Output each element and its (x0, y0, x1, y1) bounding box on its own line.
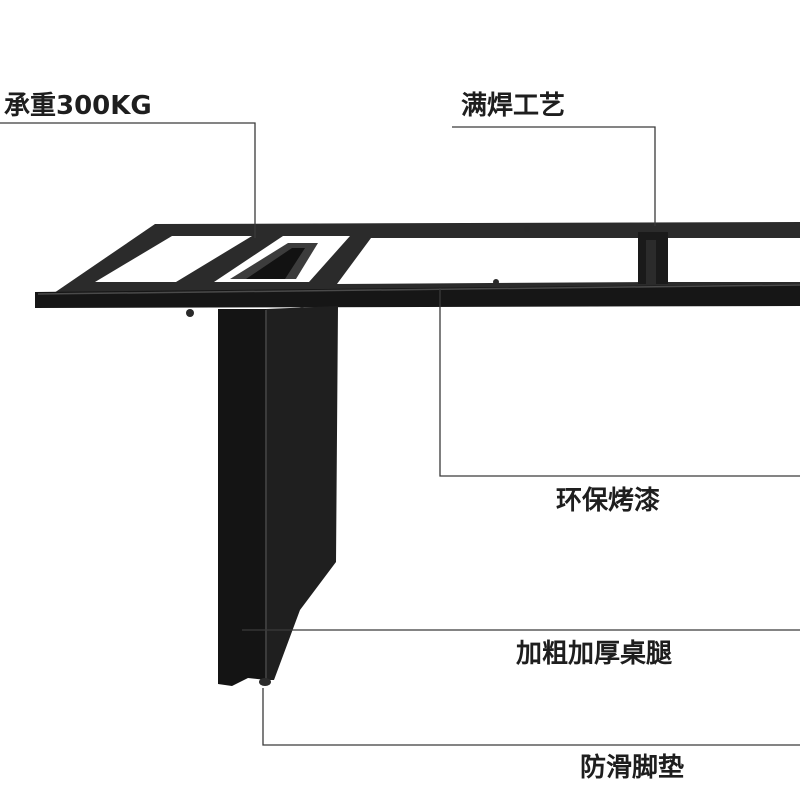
leader-lines (0, 122, 800, 746)
bolt-head-3 (493, 279, 499, 285)
anti-slip-pad (259, 678, 271, 686)
frame-front-rail (35, 284, 800, 308)
frame-cross-post (638, 232, 668, 284)
leader-load-capacity (0, 122, 256, 238)
frame-top-surface (35, 222, 800, 306)
leader-anti-slip-pad (262, 688, 800, 746)
table-leg (218, 306, 338, 686)
leader-full-weld (452, 126, 656, 226)
frame-front-highlight (37, 284, 800, 295)
label-eco-paint: 环保烤漆 (556, 486, 660, 516)
label-thick-leg: 加粗加厚桌腿 (516, 639, 672, 669)
leader-eco-paint (439, 288, 800, 477)
leg-side-face (218, 309, 266, 686)
callout-labels: 承重300KG 满焊工艺 环保烤漆 加粗加厚桌腿 防滑脚垫 (4, 91, 684, 783)
table-frame (35, 222, 800, 317)
bolt-head-4 (524, 226, 530, 232)
bolt-head-1 (186, 309, 194, 317)
frame-trough-shadow (246, 248, 305, 279)
label-full-weld: 满焊工艺 (461, 91, 565, 121)
label-load-capacity: 承重300KG (4, 91, 152, 121)
leg-front-face (266, 306, 338, 680)
label-anti-slip-pad: 防滑脚垫 (580, 753, 684, 783)
